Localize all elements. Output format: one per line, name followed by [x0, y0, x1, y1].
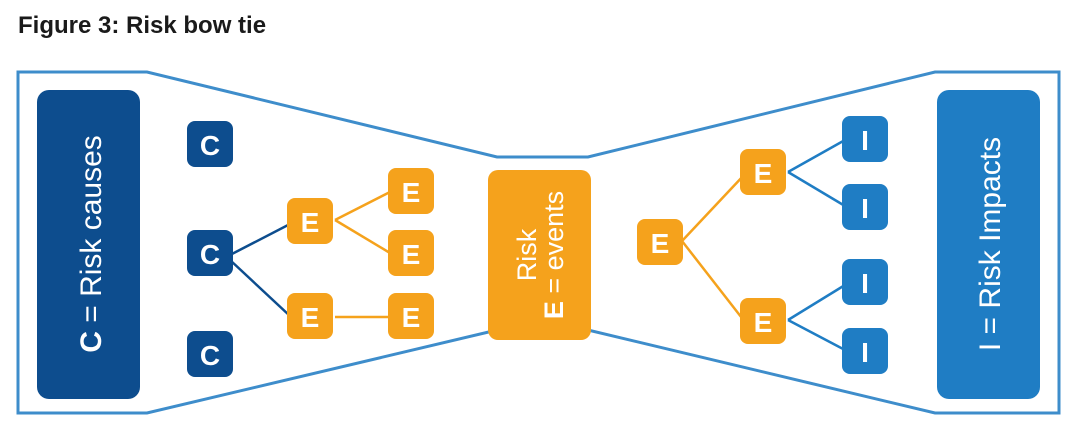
- risk-events-panel: [488, 170, 591, 340]
- cause-node: C: [187, 230, 233, 276]
- impact-connectors: [787, 138, 846, 352]
- svg-text:C: C: [200, 130, 220, 161]
- risk-impacts-label: I = Risk Impacts: [974, 137, 1007, 351]
- risk-causes-panel: [37, 90, 140, 399]
- svg-text:E: E: [754, 307, 773, 338]
- event-node: E: [740, 298, 786, 344]
- cause-connectors: [229, 222, 291, 317]
- cause-node: C: [187, 331, 233, 377]
- risk-events-line1: Risk: [512, 228, 542, 281]
- event-connectors-left: [334, 190, 391, 319]
- risk-impacts-panel: [937, 90, 1040, 399]
- svg-text:E: E: [402, 302, 421, 333]
- event-node: E: [637, 219, 683, 265]
- svg-text:C: C: [200, 239, 220, 270]
- svg-text:E: E: [402, 239, 421, 270]
- svg-text:I: I: [861, 125, 869, 156]
- event-node: E: [740, 149, 786, 195]
- figure-title: Figure 3: Risk bow tie: [18, 12, 267, 39]
- impact-node: I: [842, 184, 888, 230]
- risk-events-line2: E = events: [539, 191, 569, 319]
- event-node: E: [388, 293, 434, 339]
- svg-text:E: E: [301, 302, 320, 333]
- svg-text:I: I: [861, 193, 869, 224]
- svg-text:I: I: [861, 268, 869, 299]
- svg-text:C: C: [200, 340, 220, 371]
- svg-text:E: E: [402, 177, 421, 208]
- event-node: E: [388, 230, 434, 276]
- svg-text:E: E: [651, 228, 670, 259]
- impact-node: I: [842, 328, 888, 374]
- bow-tie-outline: [16, 70, 1061, 415]
- svg-text:E: E: [754, 158, 773, 189]
- svg-text:E: E: [301, 207, 320, 238]
- cause-node: C: [187, 121, 233, 167]
- event-connectors-right: [681, 173, 746, 323]
- event-node: E: [287, 198, 333, 244]
- risk-causes-label: C = Risk causes: [75, 135, 108, 353]
- impact-node: I: [842, 259, 888, 305]
- event-node: E: [388, 168, 434, 214]
- impact-node: I: [842, 116, 888, 162]
- svg-text:I: I: [861, 337, 869, 368]
- event-node: E: [287, 293, 333, 339]
